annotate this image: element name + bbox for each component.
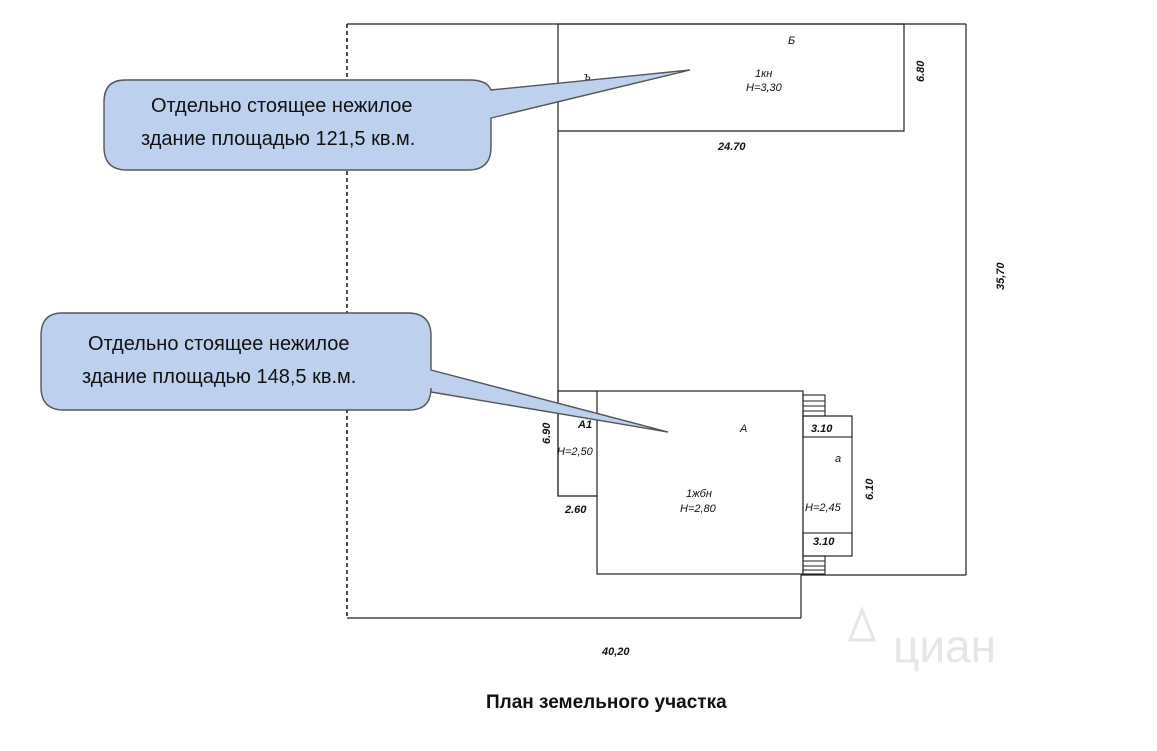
building-a-outline xyxy=(596,390,804,575)
building-b-porch-mark: ъ xyxy=(584,71,591,83)
annex-a1-outline xyxy=(557,390,597,497)
diagram-caption: План земельного участка xyxy=(486,692,727,713)
building-b-width-label: 24.70 xyxy=(717,141,746,153)
building-a-height: Н=2,80 xyxy=(680,503,717,515)
annex-a-small-top-cell xyxy=(802,415,853,438)
watermark-logo-icon xyxy=(847,605,877,642)
callout-bottom: Отдельно стоящее нежилое здание площадью… xyxy=(40,312,669,433)
plot-bottom-dimension: 40,20 xyxy=(601,646,630,658)
building-a-letter: А xyxy=(739,423,747,435)
callout-top: Отдельно стоящее нежилое здание площадью… xyxy=(103,69,691,171)
annex-a-small-letter: а xyxy=(835,453,841,465)
steps-top xyxy=(802,394,826,417)
annex-a1-letter: А1 xyxy=(577,419,592,431)
callout-top-line1: Отдельно стоящее нежилое xyxy=(151,95,413,117)
building-b-outline xyxy=(558,23,905,132)
annex-a-small-height: Н=2,45 xyxy=(805,502,842,514)
annex-a-small-top-label: 3.10 xyxy=(811,423,833,435)
annex-a-small-bottom-label: 3.10 xyxy=(813,536,835,548)
callout-top-line2: здание площадью 121,5 кв.м. xyxy=(141,128,415,150)
building-b: Б 1кн Н=3,30 ъ 24.70 6.80 xyxy=(558,23,927,153)
building-b-height: Н=3,30 xyxy=(746,82,783,94)
steps-bottom xyxy=(802,555,826,575)
callout-top-bubble xyxy=(103,69,691,171)
callout-bottom-line2: здание площадью 148,5 кв.м. xyxy=(82,366,356,388)
annex-a-small xyxy=(802,394,853,575)
building-b-floors: 1кн xyxy=(755,68,772,80)
annex-a1-width-label: 2.60 xyxy=(564,504,587,516)
annex-a1: А1 Н=2,50 2.60 6.90 xyxy=(541,390,597,516)
callout-bottom-line1: Отдельно стоящее нежилое xyxy=(88,333,350,355)
building-b-letter: Б xyxy=(788,35,795,47)
annex-a1-depth-label: 6.90 xyxy=(541,422,553,444)
building-a: А 1жбн Н=2,80 xyxy=(596,390,804,575)
annex-a-small-labels: 3.10 а Н=2,45 3.10 6.10 xyxy=(805,423,876,548)
callout-bottom-bubble xyxy=(40,312,669,433)
watermark-text: циан xyxy=(893,620,996,672)
building-a-floors: 1жбн xyxy=(686,488,712,500)
annex-a1-height: Н=2,50 xyxy=(557,446,594,458)
watermark: циан xyxy=(847,605,996,672)
annex-a-small-depth-label: 6.10 xyxy=(864,478,876,500)
annex-a-small-bottom-cell xyxy=(802,532,853,557)
building-b-depth-label: 6.80 xyxy=(915,60,927,82)
plot-right-dimension: 35,70 xyxy=(995,262,1007,290)
